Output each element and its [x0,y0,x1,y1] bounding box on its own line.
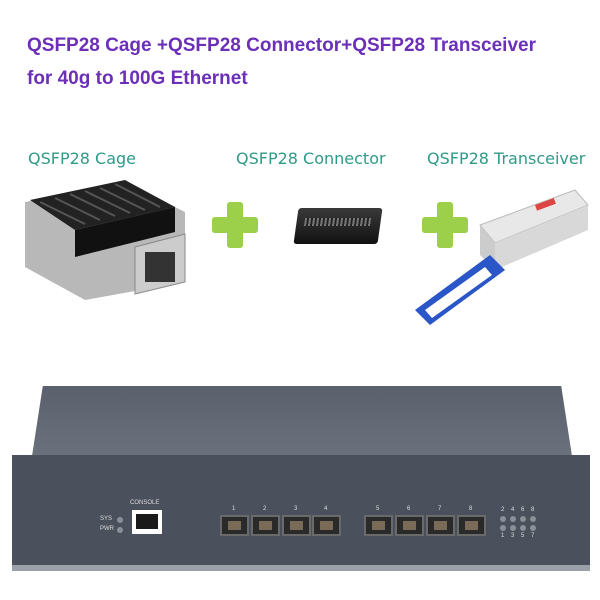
console-port [132,510,162,534]
label-connector: QSFP28 Connector [236,149,386,168]
sfp-port [426,515,455,536]
port-led-number: 5 [521,533,525,539]
port-number: 2 [263,506,267,512]
sfp-port [395,515,424,536]
port-led-number: 1 [501,533,505,539]
qsfp28-cage-image [25,180,186,300]
switch-top-panel [32,386,572,456]
port-led [530,516,536,522]
pwr-led [117,527,123,533]
label-transceiver: QSFP28 Transceiver [427,149,586,168]
label-cage: QSFP28 Cage [28,149,137,168]
port-led [520,525,526,531]
sys-label: SYS [100,516,113,522]
port-led-number: 2 [501,507,505,513]
pwr-label: PWR [100,526,114,532]
port-led [530,525,536,531]
port-led [500,525,506,531]
port-led-number: 8 [531,507,535,513]
switch-front-panel [12,455,590,571]
port-led-number: 3 [511,533,515,539]
port-led-number: 7 [531,533,535,539]
sfp-port [220,515,249,536]
sfp-port [312,515,341,536]
port-led-number: 6 [521,507,525,513]
port-led [510,525,516,531]
sfp-port [251,515,280,536]
port-led [500,516,506,522]
port-number: 3 [294,506,298,512]
port-number: 6 [407,506,411,512]
title-line-2: for 40g to 100G Ethernet [27,68,248,89]
sfp-port [457,515,486,536]
sfp-port [364,515,393,536]
qsfp28-connector-image [293,208,383,244]
port-led [520,516,526,522]
port-number: 4 [324,506,328,512]
sfp-port [282,515,311,536]
sys-led [117,517,123,523]
plus-icon [212,202,258,248]
port-number: 1 [232,506,236,512]
port-number: 5 [376,506,380,512]
port-number: 7 [438,506,442,512]
title-line-1: QSFP28 Cage +QSFP28 Connector+QSFP28 Tra… [27,35,536,56]
qsfp28-transceiver-image [415,189,589,325]
port-led [510,516,516,522]
port-led-number: 4 [511,507,515,513]
console-label: CONSOLE [130,500,160,506]
port-number: 8 [469,506,473,512]
plus-icon [422,202,468,248]
